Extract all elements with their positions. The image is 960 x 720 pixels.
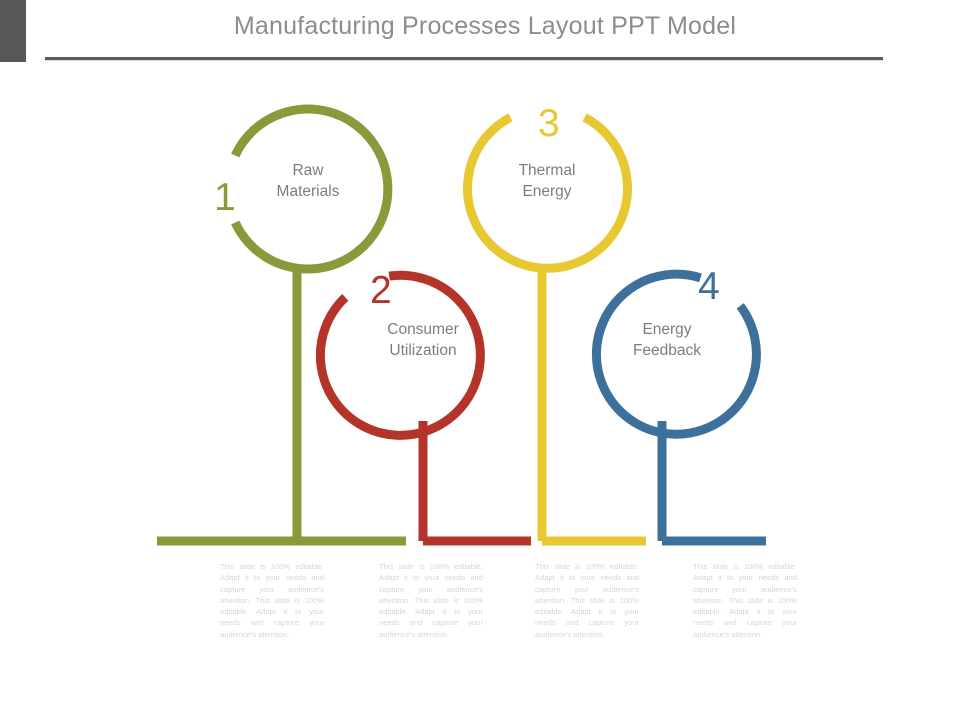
node-thermal-energy[interactable] xyxy=(463,113,647,546)
description-column-2: This slide is 100% editable. Adapt it to… xyxy=(379,561,483,640)
node-consumer-utilization[interactable] xyxy=(315,270,531,546)
ring-green xyxy=(231,104,393,274)
header-divider xyxy=(45,57,883,60)
description-column-1: This slide is 100% editable. Adapt it to… xyxy=(220,561,324,640)
node-energy-feedback[interactable] xyxy=(591,269,766,546)
page-title: Manufacturing Processes Layout PPT Model xyxy=(233,12,737,40)
ring-red xyxy=(315,270,485,440)
description-text-3: This slide is 100% editable. Adapt it to… xyxy=(535,562,639,639)
description-text-1: This slide is 100% editable. Adapt it to… xyxy=(220,562,324,639)
ring-blue xyxy=(591,269,761,439)
description-text-2: This slide is 100% editable. Adapt it to… xyxy=(379,562,483,639)
description-text-4: This slide is 100% editable. Adapt it to… xyxy=(693,562,797,639)
node-raw-materials[interactable] xyxy=(157,104,406,546)
header-accent-bar xyxy=(0,0,26,62)
header-divider-shadow xyxy=(45,60,883,61)
description-column-3: This slide is 100% editable. Adapt it to… xyxy=(535,561,639,640)
description-column-4: This slide is 100% editable. Adapt it to… xyxy=(693,561,797,640)
ring-yellow xyxy=(463,113,632,273)
